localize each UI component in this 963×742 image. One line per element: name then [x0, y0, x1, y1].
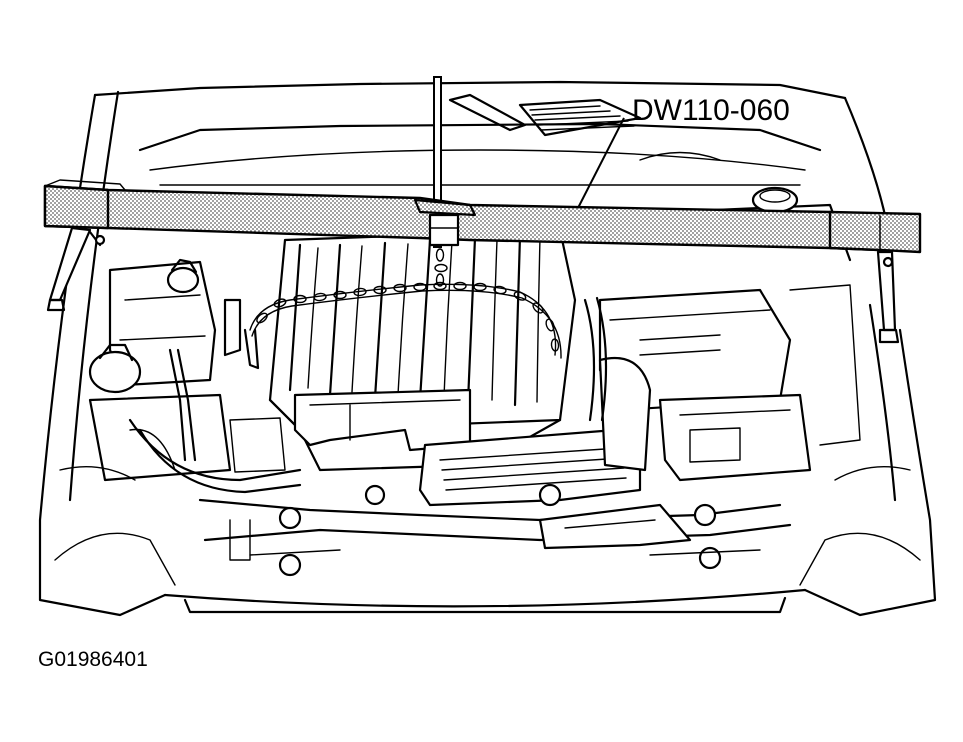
cowl-panel	[138, 93, 822, 186]
right-side-components	[598, 186, 861, 482]
hoses	[128, 296, 608, 561]
callout-leader-line	[577, 117, 625, 209]
engine-support-bar	[43, 76, 922, 344]
figure-id: G01986401	[38, 648, 148, 671]
cowl-grille	[529, 105, 635, 131]
radiator-support	[198, 498, 792, 577]
ignition-module	[293, 388, 472, 452]
tool-callout-label: DW110-060	[632, 94, 790, 127]
vehicle-body-outline	[38, 80, 937, 617]
left-side-components	[88, 258, 286, 482]
lifting-chain	[243, 248, 562, 370]
